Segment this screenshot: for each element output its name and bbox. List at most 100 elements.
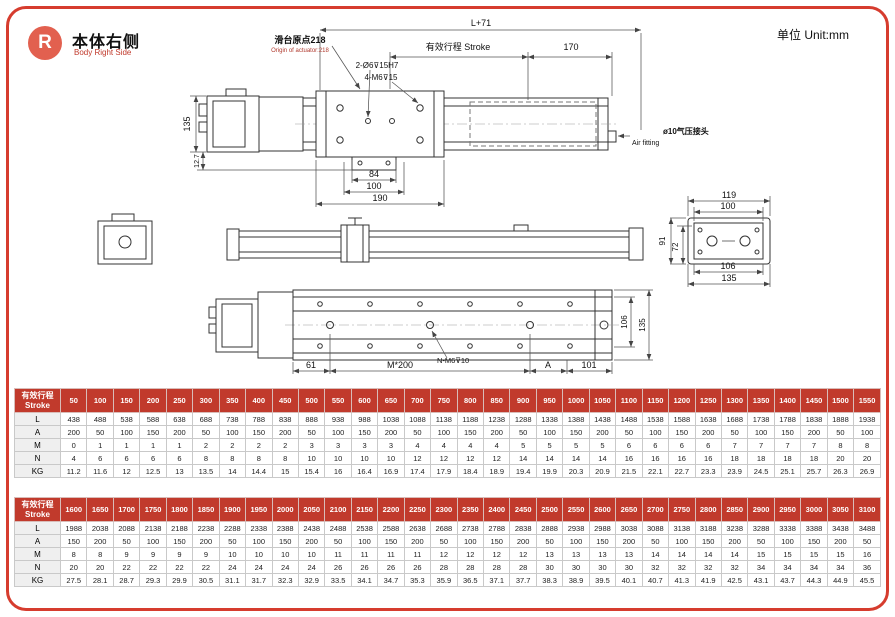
data-cell: 19.9 (535, 464, 564, 478)
data-cell: 10 (297, 547, 326, 561)
data-cell: 1538 (641, 412, 670, 426)
data-cell: 50 (615, 425, 643, 439)
data-cell: 38.9 (562, 573, 590, 587)
data-cell: 13 (535, 547, 564, 561)
dim-135-left-label: 135 (182, 116, 192, 131)
data-cell: 2688 (430, 521, 458, 535)
dim-135c-label: 135 (638, 318, 647, 332)
stroke-col-header: 2550 (562, 497, 590, 522)
stroke-col-header: 100 (86, 388, 114, 413)
origin-label-cn: 滑台原点218 (274, 34, 325, 45)
dim-170-label: 170 (563, 42, 578, 52)
dim-119-label: 119 (722, 190, 736, 200)
data-cell: 43.7 (773, 573, 802, 587)
dim-m200-label: M*200 (387, 360, 413, 370)
row-label: N (14, 451, 61, 465)
data-cell: 16.4 (350, 464, 379, 478)
data-cell: 3138 (668, 521, 696, 535)
stroke-col-header: 2900 (747, 497, 775, 522)
data-cell: 50 (324, 534, 352, 548)
data-cell: 22 (165, 560, 194, 574)
data-cell: 7 (800, 438, 828, 452)
stroke-col-header: 250 (165, 388, 194, 413)
data-cell: 2 (218, 438, 247, 452)
data-cell: 150 (59, 534, 88, 548)
data-cell: 42.5 (720, 573, 749, 587)
data-cell: 1 (86, 438, 114, 452)
data-cell: 150 (377, 534, 405, 548)
data-cell: 26.9 (853, 464, 881, 478)
data-cell: 13 (588, 547, 617, 561)
data-cell: 30 (615, 560, 643, 574)
hole-note-bottom: N-M6⊽10 (437, 356, 469, 365)
data-cell: 34 (747, 560, 775, 574)
data-cell: 588 (139, 412, 167, 426)
data-cell: 41.9 (694, 573, 722, 587)
data-cell: 150 (456, 425, 485, 439)
data-cell: 2 (271, 438, 299, 452)
data-cell: 19.4 (509, 464, 537, 478)
data-cell: 100 (324, 425, 352, 439)
data-cell: 14 (535, 451, 564, 465)
data-cell: 638 (165, 412, 194, 426)
data-cell: 15 (800, 547, 828, 561)
stroke-col-header: 1800 (165, 497, 194, 522)
data-cell: 3288 (747, 521, 775, 535)
data-cell: 28 (482, 560, 511, 574)
origin-label-en: Origin of actuator:218 (271, 48, 329, 54)
data-cell: 30 (535, 560, 564, 574)
data-cell: 100 (641, 425, 670, 439)
data-cell: 200 (165, 425, 194, 439)
data-cell: 10 (377, 451, 405, 465)
data-cell: 2788 (482, 521, 511, 535)
data-cell: 12 (430, 451, 458, 465)
row-label: L (14, 521, 61, 535)
data-cell: 45.5 (853, 573, 881, 587)
data-cell: 5 (562, 438, 590, 452)
data-cell: 100 (245, 534, 273, 548)
data-cell: 2988 (588, 521, 617, 535)
data-cell: 25.1 (773, 464, 802, 478)
data-cell: 200 (509, 534, 537, 548)
data-cell: 32.3 (271, 573, 299, 587)
data-cell: 13.5 (192, 464, 220, 478)
stroke-col-header: 1550 (853, 388, 881, 413)
data-cell: 1238 (482, 412, 511, 426)
data-cell: 100 (456, 534, 485, 548)
stroke-col-header: 2500 (535, 497, 564, 522)
stroke-col-header: 3100 (853, 497, 881, 522)
data-cell: 11 (403, 547, 432, 561)
stroke-col-header: 2250 (403, 497, 432, 522)
data-cell: 6 (112, 451, 141, 465)
data-cell: 15 (747, 547, 775, 561)
data-cell: 50 (218, 534, 247, 548)
data-cell: 12 (456, 547, 485, 561)
page-subtitle: Body Right Side (74, 48, 132, 57)
data-cell: 36.5 (456, 573, 485, 587)
data-cell: 200 (720, 534, 749, 548)
data-cell: 100 (853, 425, 881, 439)
data-cell: 2 (245, 438, 273, 452)
data-cell: 29.9 (165, 573, 194, 587)
data-cell: 22 (112, 560, 141, 574)
data-cell: 50 (720, 425, 749, 439)
data-cell: 16 (668, 451, 696, 465)
data-cell: 16 (694, 451, 722, 465)
data-cell: 1188 (456, 412, 485, 426)
stroke-col-header: 2700 (641, 497, 670, 522)
data-cell: 20 (853, 451, 881, 465)
row-label: M (14, 438, 61, 452)
data-cell: 200 (297, 534, 326, 548)
stroke-col-header: 750 (430, 388, 458, 413)
data-cell: 150 (694, 534, 722, 548)
data-cell: 21.5 (615, 464, 643, 478)
data-cell: 200 (86, 534, 114, 548)
data-cell: 2738 (456, 521, 485, 535)
data-cell: 30 (562, 560, 590, 574)
data-cell: 1488 (615, 412, 643, 426)
